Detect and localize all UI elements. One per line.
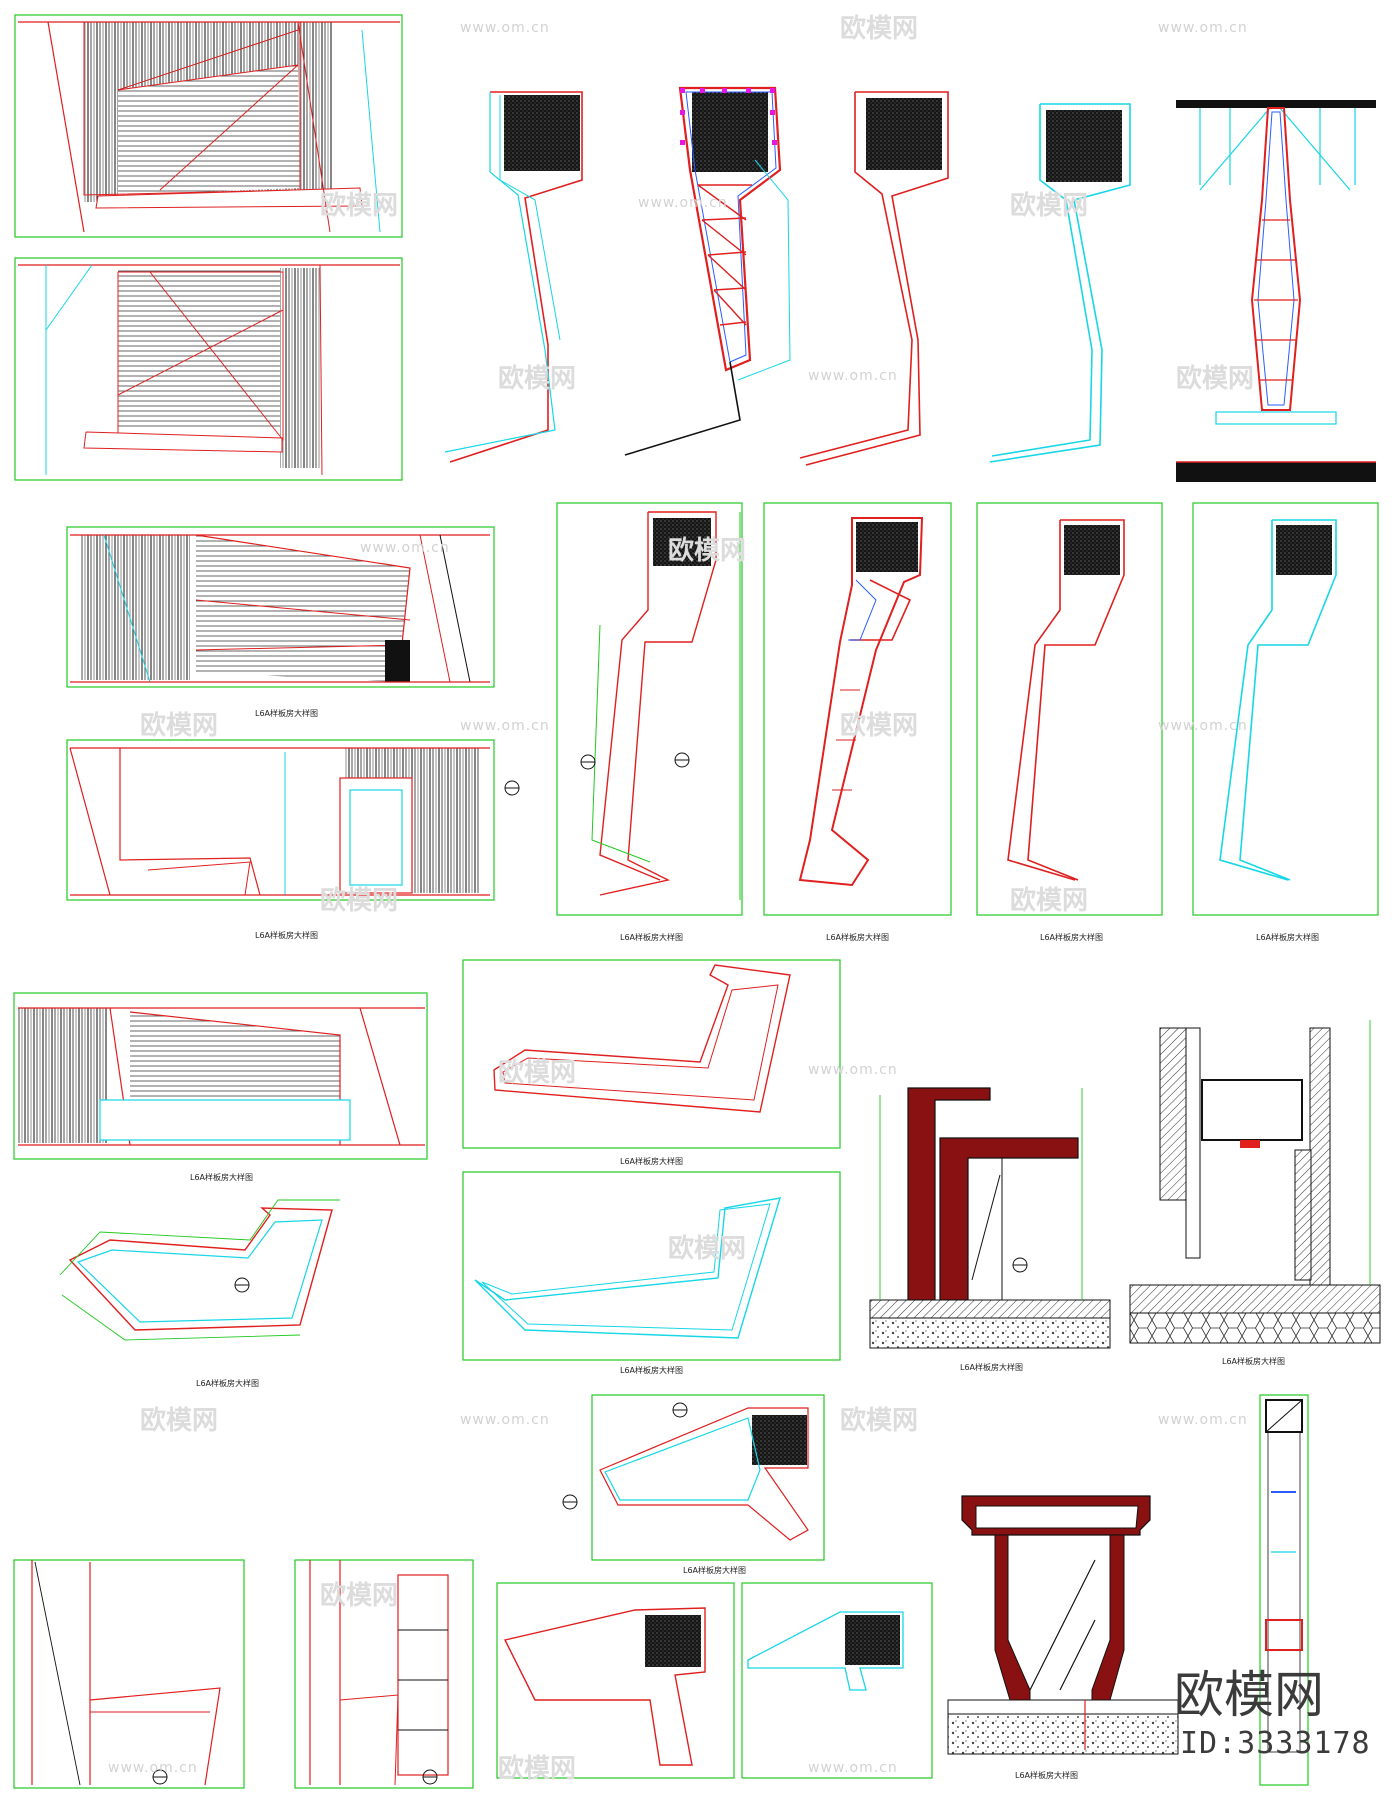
bar-plan-red-2 (496, 1582, 735, 1779)
plan-detail-2 (763, 502, 952, 916)
watermark-logo: 欧模网 (140, 711, 219, 741)
elevation-f (13, 1559, 245, 1789)
watermark-site: www.om.cn (460, 718, 550, 734)
watermark-logo: 欧模网 (320, 886, 399, 916)
plan-detail-3 (976, 502, 1163, 916)
section-profile-red-1 (444, 91, 583, 463)
watermark-site: www.om.cn (808, 1760, 898, 1776)
watermark-logo: 欧模网 (320, 191, 399, 221)
elevation-g (294, 1559, 474, 1789)
watermark-logo: 欧模网 (1010, 886, 1089, 916)
drawing-caption: L6A样板房大样图 (620, 933, 684, 942)
section-markers (152, 752, 1028, 1785)
brand-id: ID:3333178 (1180, 1726, 1371, 1761)
drawing-caption: L6A样板房大样图 (255, 931, 319, 940)
drawing-caption: L6A样板房大样图 (826, 933, 890, 942)
watermark-site: www.om.cn (1158, 1412, 1248, 1428)
drawing-caption: L6A样板房大样图 (620, 1157, 684, 1166)
section-profile-cyan (989, 103, 1131, 463)
section-profile-red-2 (799, 91, 949, 466)
drawing-caption: L6A样板房大样图 (196, 1379, 260, 1388)
watermark-site: www.om.cn (808, 1062, 898, 1078)
watermark-site: www.om.cn (108, 1760, 198, 1776)
counter-section-2 (947, 1495, 1179, 1755)
elevation-e (13, 992, 428, 1160)
watermark-logo: 欧模网 (140, 1406, 219, 1436)
bar-plan-cyan-2 (741, 1582, 933, 1779)
tall-section (1259, 1394, 1309, 1786)
watermark-logo: 欧模网 (498, 364, 577, 394)
bar-plan-stipple (591, 1394, 825, 1561)
watermark-site: www.om.cn (1158, 718, 1248, 734)
bar-plan-dimensioned (59, 1199, 340, 1341)
watermark-site: www.om.cn (460, 1412, 550, 1428)
section-profile-frame (624, 86, 791, 456)
suspension-detail (1175, 99, 1377, 486)
bar-plan-cyan (462, 1171, 841, 1361)
drawing-caption: L6A样板房大样图 (1222, 1357, 1286, 1366)
counter-section-1 (869, 1084, 1111, 1349)
elevation-b (14, 257, 403, 481)
drawing-caption: L6A样板房大样图 (620, 1366, 684, 1375)
watermark-logo: 欧模网 (1010, 191, 1089, 221)
watermark-logo: 欧模网 (668, 1234, 747, 1264)
brand-logo: 欧模网 (1174, 1666, 1324, 1724)
drawing-caption: L6A样板房大样图 (255, 709, 319, 718)
drawing-caption: L6A样板房大样图 (1040, 933, 1104, 942)
watermark-logo: 欧模网 (498, 1058, 577, 1088)
watermark-site: www.om.cn (808, 368, 898, 384)
watermark-logo: 欧模网 (1176, 364, 1255, 394)
watermark-logo: 欧模网 (840, 14, 919, 44)
bar-plan-red (462, 959, 841, 1149)
watermark-site: www.om.cn (638, 195, 728, 211)
drawing-caption: L6A样板房大样图 (683, 1566, 747, 1575)
elevation-c (66, 526, 495, 688)
watermark-site: www.om.cn (460, 20, 550, 36)
watermark-logo: 欧模网 (320, 1581, 399, 1611)
wall-section-1 (1129, 1020, 1381, 1344)
drawing-caption: L6A样板房大样图 (1015, 1771, 1079, 1780)
elevation-a (14, 14, 403, 238)
elevation-d (66, 739, 495, 901)
drawing-caption: L6A样板房大样图 (960, 1363, 1024, 1372)
drawing-caption: L6A样板房大样图 (1256, 933, 1320, 942)
watermark-site: www.om.cn (1158, 20, 1248, 36)
drawing-caption: L6A样板房大样图 (190, 1173, 254, 1182)
watermark-logo: 欧模网 (840, 711, 919, 741)
plan-detail-1 (556, 502, 743, 916)
plan-detail-4 (1192, 502, 1379, 916)
watermark-logo: 欧模网 (498, 1754, 577, 1784)
watermark-logo: 欧模网 (840, 1406, 919, 1436)
watermark-logo: 欧模网 (668, 536, 747, 566)
watermark-site: www.om.cn (360, 540, 450, 556)
